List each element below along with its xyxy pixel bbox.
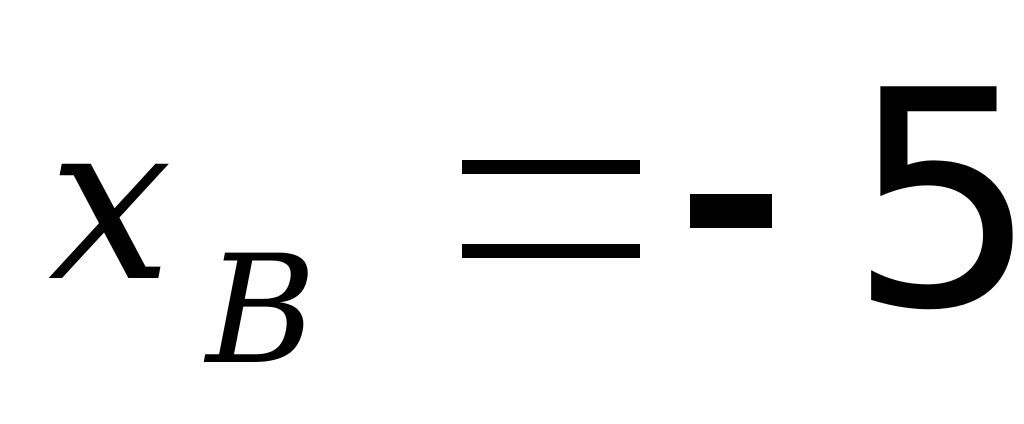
subscript-b: B [206, 224, 317, 398]
equals-sign: = [462, 160, 640, 260]
minus-sign-text: - [690, 194, 691, 195]
value-five: 5 [848, 27, 1024, 376]
equals-bar-bottom [462, 244, 640, 258]
equals-bar-top [462, 160, 640, 174]
variable-x: x [48, 74, 173, 330]
minus-sign: - [690, 194, 772, 228]
